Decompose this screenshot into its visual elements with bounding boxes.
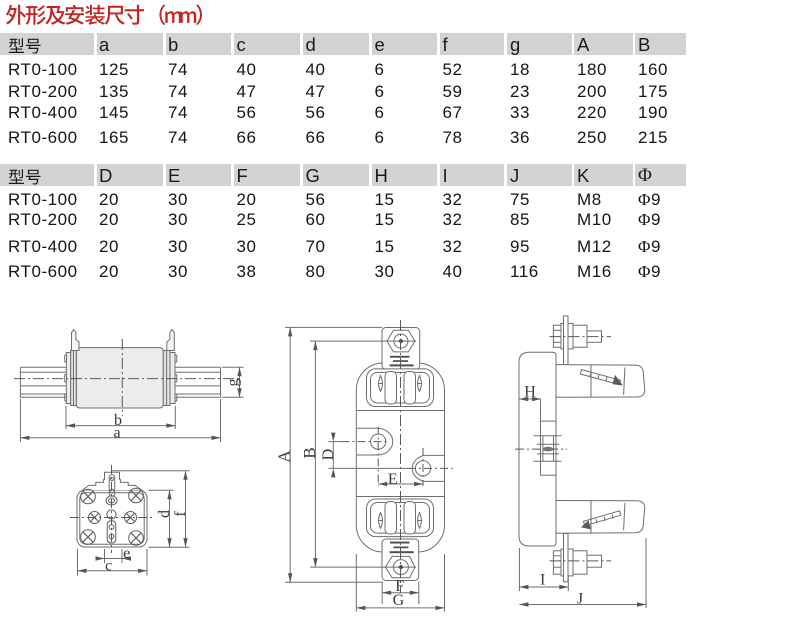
svg-text:d: d <box>156 510 173 518</box>
svg-text:A: A <box>275 450 294 463</box>
svg-text:b: b <box>114 412 122 429</box>
svg-text:g: g <box>225 379 242 387</box>
svg-text:B: B <box>300 447 319 458</box>
svg-text:E: E <box>388 471 398 488</box>
svg-text:e: e <box>123 545 130 562</box>
svg-text:H: H <box>524 383 536 400</box>
svg-text:J: J <box>577 591 583 608</box>
svg-text:I: I <box>540 572 545 589</box>
svg-text:D: D <box>320 449 337 461</box>
svg-text:a: a <box>113 425 120 442</box>
svg-text:f: f <box>172 511 189 517</box>
svg-text:c: c <box>105 558 112 575</box>
svg-text:F: F <box>395 578 404 595</box>
svg-text:G: G <box>393 592 405 609</box>
